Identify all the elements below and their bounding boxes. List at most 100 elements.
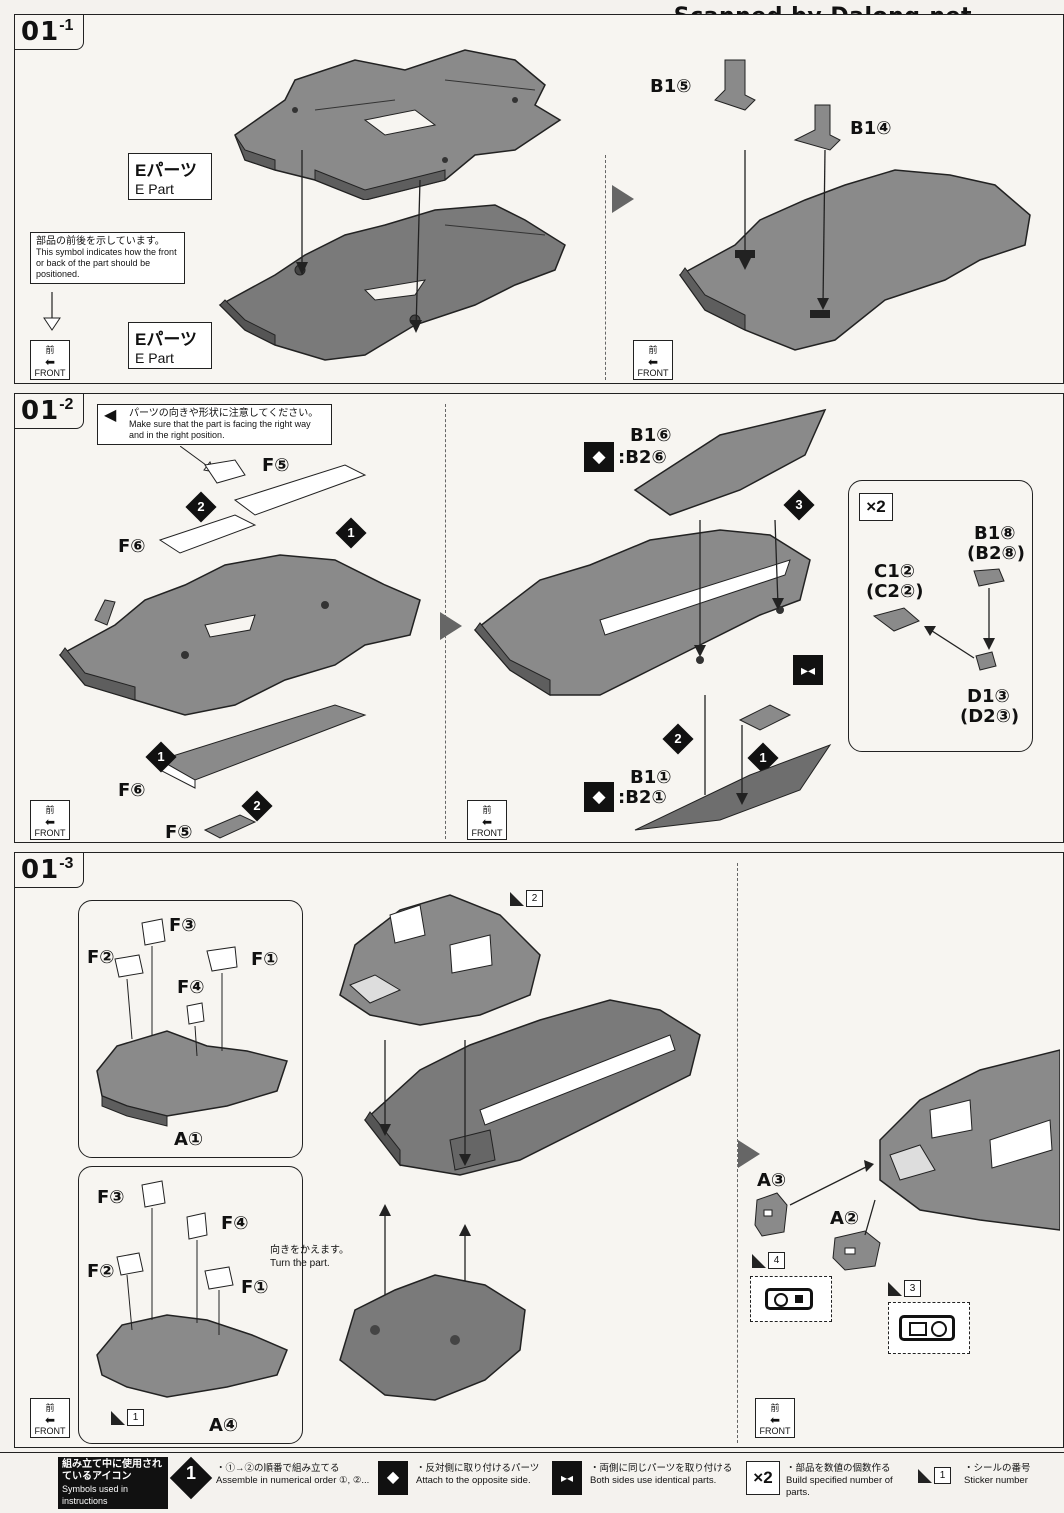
front-indicator: 前⬅FRONT bbox=[467, 800, 507, 840]
part-label-c2-2: (C2②) bbox=[866, 581, 924, 602]
quantity-x2-icon: ×2 bbox=[746, 1461, 780, 1495]
part-label-f2: F② bbox=[87, 947, 115, 968]
part-a2-illustration bbox=[832, 1230, 881, 1271]
sticker-preview-4 bbox=[750, 1276, 832, 1322]
subassembly-a4-panel: F③ F④ F② F① A④ 1 bbox=[78, 1166, 303, 1444]
quantity-x2-icon: ×2 bbox=[859, 493, 893, 521]
sticker-number-3: 3 bbox=[888, 1280, 921, 1297]
sticker-icon bbox=[510, 891, 524, 906]
part-label-b1-8: B1⑧ bbox=[974, 523, 1016, 544]
order-1-icon: 1 bbox=[145, 741, 177, 773]
step-number: 01-1 bbox=[15, 15, 85, 50]
part-label-f3: F③ bbox=[169, 915, 197, 936]
part-b1-4-illustration bbox=[793, 104, 841, 151]
sticker-icon bbox=[888, 1281, 902, 1296]
part-b1-5-illustration bbox=[714, 59, 756, 111]
part-label-f3: F③ bbox=[97, 1187, 125, 1208]
part-a3-illustration bbox=[754, 1192, 788, 1237]
front-indicator: 前⬅FRONT bbox=[30, 340, 70, 380]
assembled-chassis-illustration bbox=[473, 520, 811, 696]
e-part-bottom-illustration bbox=[218, 204, 566, 361]
front-symbol-note: 部品の前後を示しています。 This symbol indicates how … bbox=[30, 232, 185, 284]
bracket-and-fin-illustration bbox=[634, 695, 832, 831]
orientation-note: ◀ パーツの向きや形状に注意してください。 Make sure that the… bbox=[97, 404, 332, 445]
legend-opposite-side: ◆ ・反対側に取り付けるパーツ Attach to the opposite s… bbox=[376, 1457, 546, 1509]
part-label-f5-bottom: F⑤ bbox=[165, 822, 193, 843]
opposite-side-icon: ◆ bbox=[584, 442, 614, 472]
panel-divider bbox=[737, 863, 738, 1443]
cockpit-unit-illustration bbox=[339, 894, 541, 1026]
legend-quantity: ×2 ・部品を数値の個数作る Build specified number of… bbox=[744, 1457, 912, 1509]
part-label-a2: A② bbox=[830, 1208, 860, 1229]
underside-unit-illustration bbox=[339, 1274, 526, 1401]
next-arrow-icon bbox=[738, 1140, 760, 1168]
under-plate-illustration bbox=[158, 704, 367, 789]
sticker-number-1: 1 bbox=[111, 1409, 144, 1426]
order-3-icon: 3 bbox=[783, 489, 815, 521]
front-indicator: 前⬅FRONT bbox=[30, 1398, 70, 1438]
part-label-b1-5: B1⑤ bbox=[650, 76, 692, 97]
assembled-base-illustration bbox=[678, 150, 1031, 351]
front-indicator: 前⬅FRONT bbox=[633, 340, 673, 380]
next-arrow-icon bbox=[440, 612, 462, 640]
part-label-f6-top: F⑥ bbox=[118, 536, 146, 557]
part-label-f6-bottom: F⑥ bbox=[118, 780, 146, 801]
x2-subassembly-panel: ×2 B1⑧ (B2⑧) C1② (C2②) D1③ (D2③) bbox=[848, 480, 1033, 752]
part-label-f1: F① bbox=[241, 1277, 269, 1298]
a1-assembly-illustration bbox=[96, 918, 288, 1127]
step-number: 01-2 bbox=[15, 394, 85, 429]
sticker-number-2: 2 bbox=[510, 890, 543, 907]
part-label-b1-6: B1⑥ bbox=[630, 425, 672, 446]
part-label-b2-6: :B2⑥ bbox=[618, 447, 667, 468]
part-label-b2-1: :B2① bbox=[618, 787, 667, 808]
sticker-number-1: 1 bbox=[918, 1467, 951, 1484]
front-indicator: 前⬅FRONT bbox=[755, 1398, 795, 1438]
e-part-top-illustration bbox=[234, 49, 562, 200]
assembly-lines bbox=[379, 1040, 471, 1340]
part-label-f1: F① bbox=[251, 949, 279, 970]
sticker-icon bbox=[111, 1410, 125, 1425]
completed-ship-illustration bbox=[879, 1049, 1060, 1231]
a4-assembly-illustration bbox=[96, 1180, 288, 1398]
part-label-f2: F② bbox=[87, 1261, 115, 1282]
panel-divider bbox=[605, 155, 606, 380]
part-label-d2-3: (D2③) bbox=[960, 706, 1020, 727]
sticker-icon bbox=[752, 1253, 766, 1268]
front-indicator: 前⬅FRONT bbox=[30, 800, 70, 840]
part-label-d1-3: D1③ bbox=[967, 686, 1010, 707]
assembly-arrows bbox=[296, 150, 422, 333]
a2-a3-arrows bbox=[789, 1160, 876, 1236]
part-label-c1-2: C1② bbox=[874, 561, 915, 582]
part-label-f4: F④ bbox=[177, 977, 205, 998]
main-chassis-illustration bbox=[363, 999, 701, 1176]
note-pointer-arrow bbox=[43, 292, 61, 331]
symbols-legend: 組み立て中に使用されているアイコン Symbols used in instru… bbox=[0, 1452, 1064, 1513]
part-label-b1-4: B1④ bbox=[850, 118, 892, 139]
subassembly-parts-illustration bbox=[872, 568, 1005, 671]
next-arrow-icon bbox=[612, 185, 634, 213]
part-label-a1: A① bbox=[174, 1129, 204, 1150]
legend-identical-parts: ▸◂ ・両側に同じパーツを取り付ける Both sides use identi… bbox=[550, 1457, 738, 1509]
legend-title: 組み立て中に使用されているアイコン Symbols used in instru… bbox=[58, 1457, 168, 1509]
part-label-b1-1: B1① bbox=[630, 767, 672, 788]
chassis-illustration bbox=[58, 554, 421, 716]
legend-order: 1 ・①→②の順番で組み立てる Assemble in numerical or… bbox=[169, 1456, 370, 1509]
part-label-f4: F④ bbox=[221, 1213, 249, 1234]
legend-sticker: 1 ・シールの番号 Sticker number bbox=[918, 1457, 1058, 1509]
opposite-side-icon: ◆ bbox=[584, 782, 614, 812]
sticker-number-4: 4 bbox=[752, 1252, 785, 1269]
sticker-icon bbox=[918, 1468, 932, 1483]
step-number: 01-3 bbox=[15, 853, 85, 888]
part-label-b2-8: (B2⑧) bbox=[967, 543, 1025, 564]
turn-the-part-note: 向きをかえます。 Turn the part. bbox=[270, 1245, 349, 1269]
sticker-preview-3 bbox=[888, 1302, 970, 1354]
part-label-a3: A③ bbox=[757, 1170, 787, 1191]
f-parts-illustration bbox=[158, 459, 367, 554]
part-label-f5-top: F⑤ bbox=[262, 455, 290, 476]
top-cover-illustration bbox=[633, 408, 827, 516]
part-f5-illustration bbox=[203, 814, 257, 839]
identical-parts-icon: ▸◂ bbox=[552, 1461, 582, 1495]
identical-parts-icon: ▸◂ bbox=[793, 655, 823, 685]
